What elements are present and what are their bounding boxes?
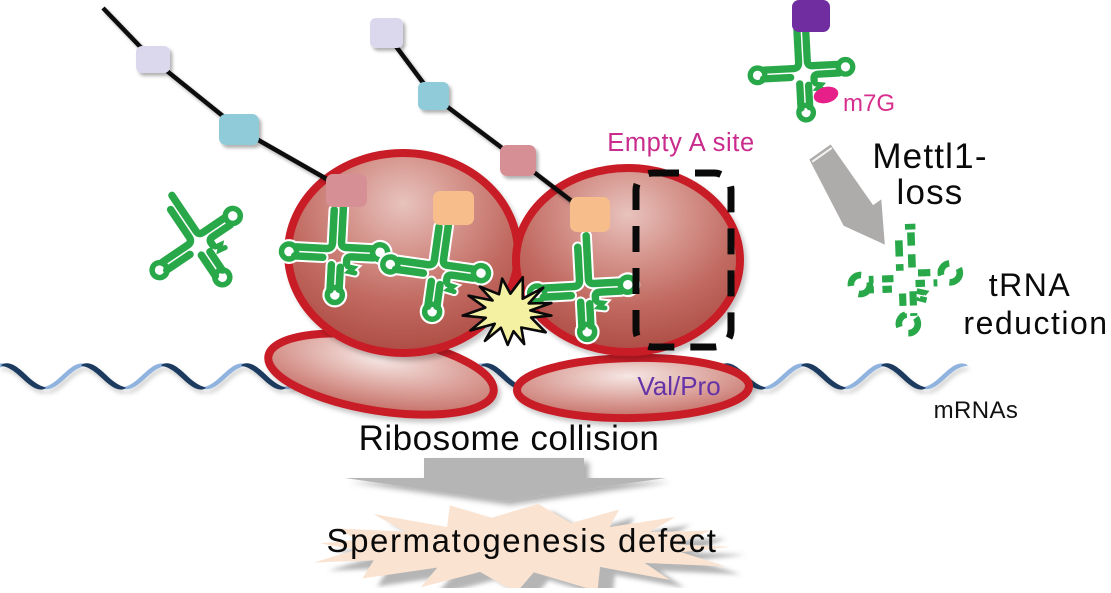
svg-text:reduction: reduction (963, 305, 1108, 341)
svg-text:tRNA: tRNA (989, 267, 1071, 303)
svg-text:Empty A site: Empty A site (607, 129, 755, 157)
svg-text:m7G: m7G (843, 90, 895, 117)
svg-text:Spermatogenesis defect: Spermatogenesis defect (326, 522, 717, 559)
svg-text:mRNAs: mRNAs (934, 397, 1019, 424)
svg-text:Val/Pro: Val/Pro (637, 371, 720, 401)
svg-text:Ribosome collision: Ribosome collision (359, 419, 660, 458)
svg-text:Mettl1-: Mettl1- (872, 137, 987, 176)
svg-text:loss: loss (896, 173, 963, 212)
